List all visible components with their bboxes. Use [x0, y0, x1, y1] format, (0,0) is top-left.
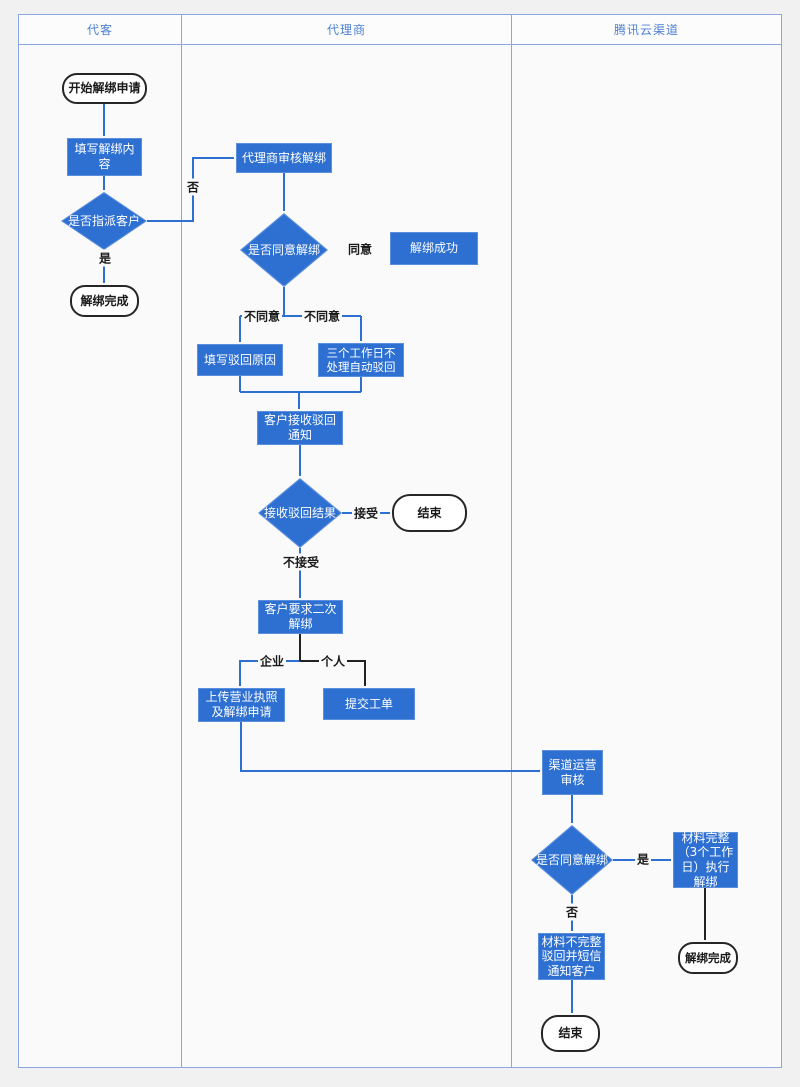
edge-label-personal: 个人	[318, 652, 348, 670]
lane-body-customer	[19, 45, 182, 1067]
lane-body-row	[19, 45, 781, 1067]
lane-header-label: 代客	[86, 23, 113, 37]
diamond-shape	[531, 825, 613, 895]
node-channel-operation-review: 渠道运营审核	[542, 750, 603, 795]
node-receive-reject-result-decision: 接收驳回结果	[258, 478, 342, 548]
lane-body-tencent-channel	[512, 45, 781, 1067]
lane-header-tencent-channel: 腾讯云渠道	[512, 15, 781, 45]
node-unbind-done-channel: 解绑完成	[678, 942, 738, 974]
edge-label-yes-assign: 是	[96, 249, 114, 267]
node-end-agent: 结束	[392, 494, 467, 532]
edge-label-no-assign: 否	[184, 178, 202, 196]
edge-label-not-accept: 不接受	[280, 553, 322, 571]
diamond-shape	[258, 478, 342, 548]
swimlane-table: 代客 代理商 腾讯云渠道	[18, 14, 782, 1068]
edge-label-accept: 接受	[351, 504, 381, 522]
edge-label-agree: 同意	[345, 240, 375, 258]
lane-body-agent	[182, 45, 512, 1067]
node-unbind-done-customer: 解绑完成	[70, 285, 139, 317]
edge-label-disagree-right: 不同意	[301, 307, 343, 325]
lane-header-customer: 代客	[19, 15, 182, 45]
node-second-unbind-request: 客户要求二次解绑	[258, 600, 343, 634]
diamond-shape	[61, 192, 147, 250]
diamond-shape	[240, 213, 328, 287]
lane-header-label: 代理商	[326, 23, 366, 37]
node-auto-reject-three-days: 三个工作日不处理自动驳回	[318, 343, 404, 377]
edge-label-disagree-left: 不同意	[241, 307, 283, 325]
edge-label-no-channel: 否	[563, 903, 581, 921]
lane-header-row: 代客 代理商 腾讯云渠道	[19, 15, 781, 45]
node-material-complete-execute-unbind: 材料完整（3个工作日）执行解绑	[673, 831, 738, 889]
node-channel-agree-decision: 是否同意解绑	[531, 825, 613, 895]
node-unbind-success: 解绑成功	[390, 232, 478, 265]
node-upload-business-license: 上传营业执照及解绑申请	[198, 688, 285, 722]
node-material-incomplete-reject-sms: 材料不完整驳回并短信通知客户	[538, 933, 605, 980]
node-agent-agree-decision: 是否同意解绑	[240, 213, 328, 287]
node-assign-customer-decision: 是否指派客户	[61, 192, 147, 250]
node-start: 开始解绑申请	[62, 73, 147, 104]
node-submit-ticket: 提交工单	[323, 688, 415, 720]
node-end-channel: 结束	[541, 1015, 600, 1052]
node-agent-review: 代理商审核解绑	[236, 143, 332, 173]
edge-label-yes-channel: 是	[634, 850, 652, 868]
lane-header-label: 腾讯云渠道	[613, 23, 679, 37]
node-fill-reject-reason: 填写驳回原因	[197, 344, 283, 376]
edge-label-enterprise: 企业	[257, 652, 287, 670]
lane-header-agent: 代理商	[182, 15, 512, 45]
node-customer-receive-reject-notice: 客户接收驳回通知	[257, 411, 343, 445]
node-fill-unbind-content: 填写解绑内容	[67, 138, 142, 176]
